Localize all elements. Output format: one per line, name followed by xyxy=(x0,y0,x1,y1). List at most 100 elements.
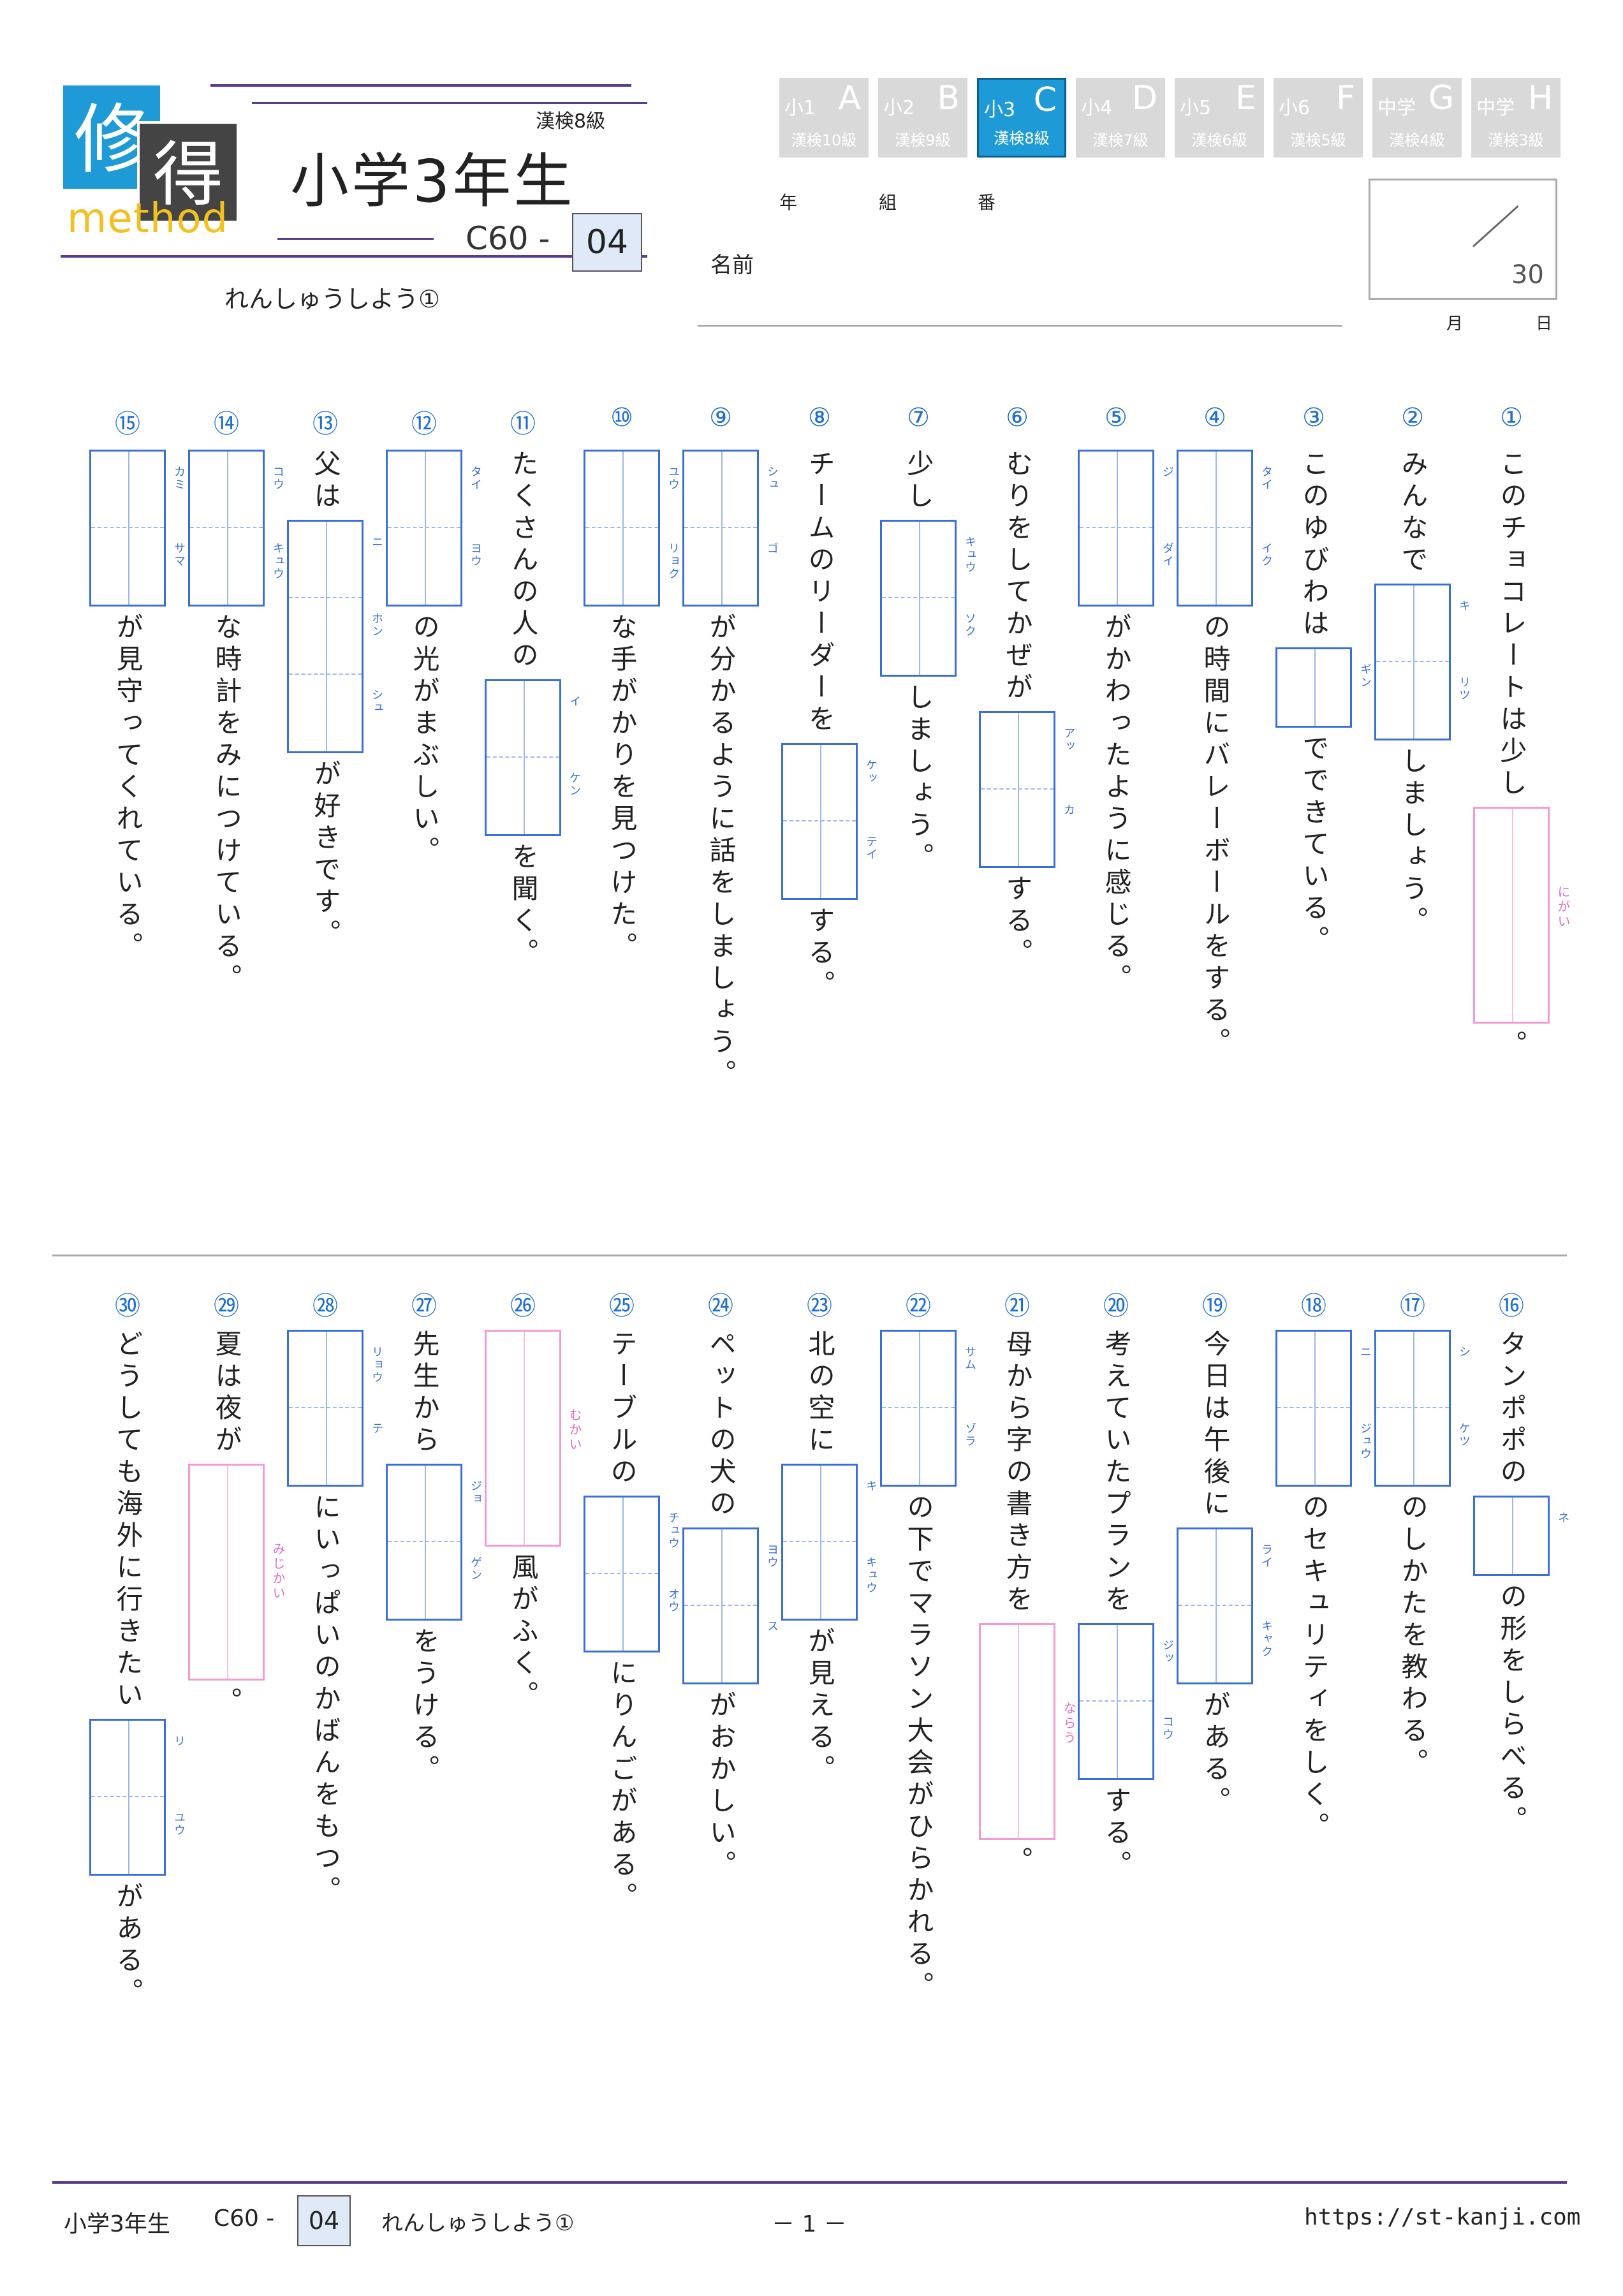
kanji-answer-box[interactable]: ヨウス xyxy=(682,1527,779,1684)
kanji-answer-box[interactable]: ギン xyxy=(1275,647,1372,728)
kanji-cell[interactable]: テイ xyxy=(783,821,878,898)
kanji-cell[interactable]: ケッ xyxy=(783,745,878,821)
kanji-cell[interactable]: カミ xyxy=(91,452,186,528)
hiragana-answer-box[interactable]: みじかい xyxy=(188,1464,286,1681)
question-text-before: タンポポの xyxy=(1496,1330,1527,1489)
kanji-cell[interactable]: オウ xyxy=(585,1574,680,1651)
kanji-cell[interactable]: ダイ xyxy=(1080,528,1174,605)
furigana: アッ xyxy=(1062,727,1075,753)
furigana: ライ xyxy=(1259,1543,1273,1569)
kanji-answer-box[interactable]: タイヨウ xyxy=(386,450,482,607)
question-text-after: 。 xyxy=(1496,1030,1527,1062)
kanji-answer-box[interactable]: キリツ xyxy=(1374,584,1471,740)
kanji-cell[interactable]: キュウ xyxy=(783,1542,878,1619)
kanji-cell[interactable]: ゲン xyxy=(388,1542,482,1619)
kanji-cell[interactable]: キュウ xyxy=(882,522,976,598)
kanji-cell[interactable]: キャク xyxy=(1179,1606,1273,1682)
kanji-cell[interactable]: キ xyxy=(1376,585,1471,662)
kanji-cell[interactable]: タイ xyxy=(1179,452,1273,528)
kanji-cell[interactable]: リ xyxy=(91,1721,186,1797)
kanji-answer-box[interactable]: シケツ xyxy=(1374,1330,1471,1487)
kanji-cell[interactable]: ホン xyxy=(289,598,383,675)
kanji-cell[interactable]: コウ xyxy=(1080,1702,1174,1778)
kanji-cell[interactable]: テ xyxy=(289,1408,383,1485)
question-text-after: しましょう。 xyxy=(1397,747,1428,938)
kanji-cell[interactable]: リョウ xyxy=(289,1332,383,1408)
kanji-answer-box[interactable]: リユウ xyxy=(89,1719,186,1876)
kanji-cell[interactable]: キュウ xyxy=(190,528,284,605)
kanji-cell[interactable]: ネ xyxy=(1475,1498,1569,1574)
kanji-answer-box[interactable]: カミサマ xyxy=(89,450,186,607)
site-url[interactable]: https://st-kanji.com xyxy=(1304,2204,1581,2230)
kanji-cell[interactable]: タイ xyxy=(388,452,482,528)
kanji-cell[interactable]: ケツ xyxy=(1376,1408,1471,1485)
kanji-cell[interactable]: ヨウ xyxy=(684,1529,779,1606)
tab-grade: 小1 xyxy=(784,97,816,119)
hiragana-answer-box[interactable]: にがい xyxy=(1473,807,1571,1024)
kanji-answer-box[interactable]: イケン xyxy=(485,679,581,836)
kanji-cell[interactable]: ジョ xyxy=(388,1466,482,1542)
kanji-cell[interactable]: ライ xyxy=(1179,1529,1273,1606)
kanji-answer-box[interactable]: ジョゲン xyxy=(386,1464,482,1621)
hiragana-answer-box[interactable]: ならう xyxy=(979,1623,1076,1840)
kanji-cell[interactable]: ユウ xyxy=(91,1797,186,1874)
kanji-cell[interactable]: キ xyxy=(783,1466,878,1542)
kanji-cell[interactable]: ニ xyxy=(289,522,383,598)
kanji-cell[interactable]: シュ xyxy=(289,675,383,751)
name-field[interactable] xyxy=(698,325,1342,327)
kanji-answer-box[interactable]: キキュウ xyxy=(781,1464,878,1621)
kanji-cell[interactable]: ニ xyxy=(1277,1332,1372,1408)
kanji-cell[interactable]: サム xyxy=(882,1332,976,1408)
score-box[interactable] xyxy=(1369,179,1557,300)
kanji-cell[interactable]: ジュウ xyxy=(1277,1408,1372,1485)
kanji-answer-box[interactable]: ジダイ xyxy=(1078,450,1174,607)
kanji-cell[interactable]: ソク xyxy=(882,598,976,675)
kanji-answer-box[interactable]: ネ xyxy=(1473,1496,1569,1576)
kanji-answer-box[interactable]: アッカ xyxy=(979,711,1075,868)
kanji-cell[interactable]: サマ xyxy=(91,528,186,605)
kanji-answer-box[interactable]: リョウテ xyxy=(287,1330,383,1487)
kanji-cell[interactable]: リョク xyxy=(585,528,680,605)
kanji-cell[interactable]: ヨウ xyxy=(388,528,482,605)
kanji-cell[interactable]: シュ xyxy=(684,452,779,528)
kanji-cell[interactable]: コウ xyxy=(190,452,284,528)
kanji-cell[interactable]: イク xyxy=(1179,528,1273,605)
kanji-cell[interactable]: ケン xyxy=(487,758,581,834)
kanji-answer-box[interactable]: サムゾラ xyxy=(880,1330,976,1487)
kanji-cell[interactable]: ジッ xyxy=(1080,1625,1174,1702)
kanji-cell[interactable]: ジ xyxy=(1080,452,1174,528)
kanji-answer-box[interactable]: ライキャク xyxy=(1177,1527,1273,1684)
kanji-cell[interactable]: ユウ xyxy=(585,452,680,528)
kanji-answer-box[interactable]: タイイク xyxy=(1177,450,1273,607)
kanji-cell[interactable]: イ xyxy=(487,681,581,758)
kanji-cell[interactable]: シ xyxy=(1376,1332,1471,1408)
tab-letter: E xyxy=(1235,79,1256,117)
kanji-cell[interactable]: アッ xyxy=(981,713,1075,790)
kanji-answer-box[interactable]: ユウリョク xyxy=(584,450,680,607)
kanji-cell[interactable]: チュウ xyxy=(585,1498,680,1574)
kanji-answer-box[interactable]: シュゴ xyxy=(682,450,779,607)
kanji-answer-box[interactable]: ニホンシュ xyxy=(287,520,383,753)
kanji-cell[interactable]: ギン xyxy=(1277,649,1372,726)
kanji-answer-box[interactable]: ニジュウ xyxy=(1275,1330,1372,1487)
hiragana-answer-box[interactable]: むかい xyxy=(485,1330,582,1547)
kanji-cell[interactable]: ス xyxy=(684,1606,779,1682)
kanji-cell[interactable]: カ xyxy=(981,790,1075,866)
kanji-cell[interactable]: リツ xyxy=(1376,662,1471,739)
class-label: 組 xyxy=(879,192,897,213)
kanji-answer-box[interactable]: コウキュウ xyxy=(188,450,284,607)
kanji-answer-box[interactable]: キュウソク xyxy=(880,520,976,677)
kanji-answer-box[interactable]: ケッテイ xyxy=(781,743,878,900)
kanji-answer-box[interactable]: ジッコウ xyxy=(1078,1623,1174,1780)
kanji-cell[interactable]: ゾラ xyxy=(882,1408,976,1485)
kanji-cell[interactable]: ゴ xyxy=(684,528,779,605)
kanji-answer-box[interactable]: チュウオウ xyxy=(584,1496,680,1652)
